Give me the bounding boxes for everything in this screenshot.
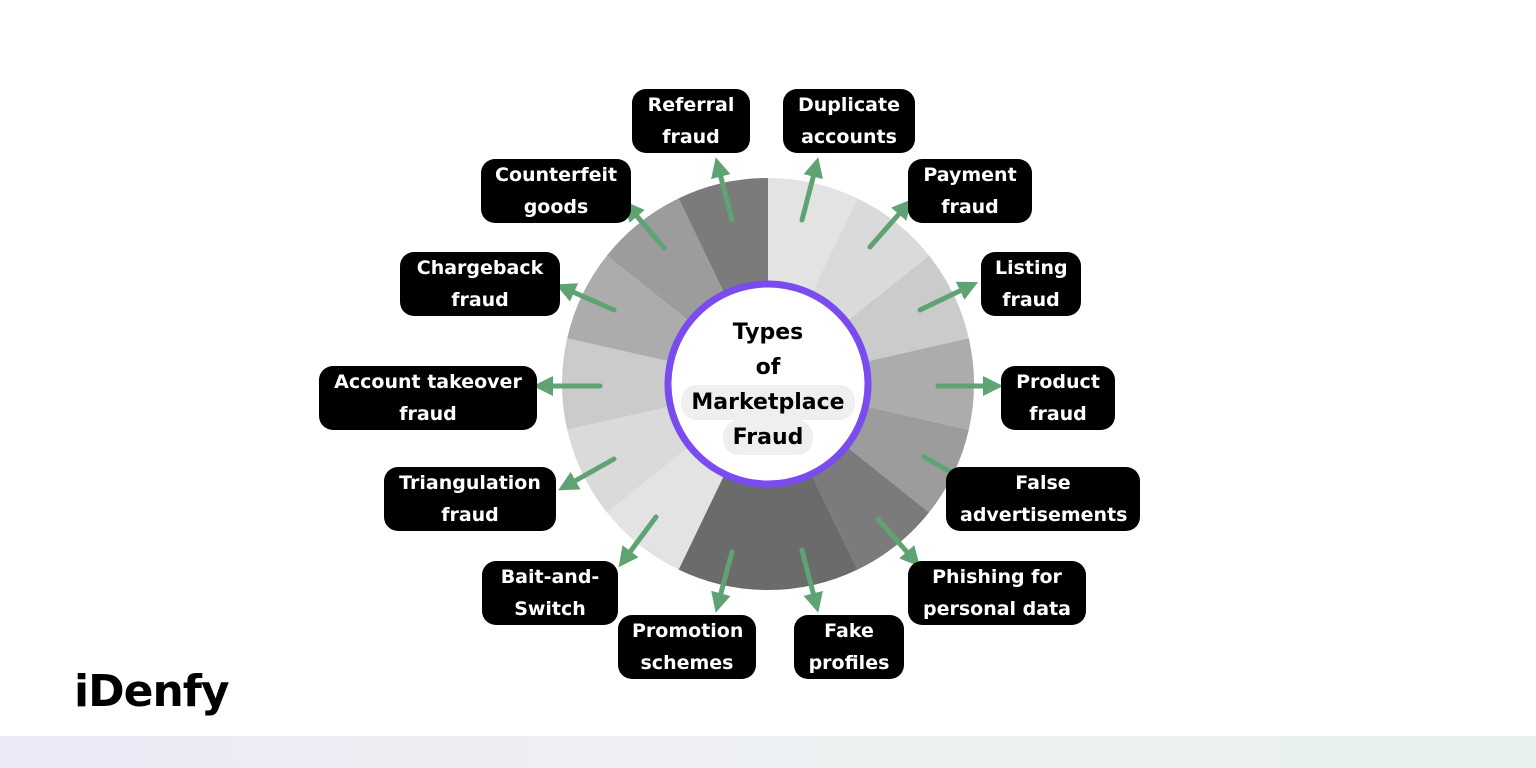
fraud-type-label: Duplicate accounts [783,89,915,153]
label-line: fraud [451,289,509,311]
label-line: fraud [441,504,499,526]
title-line-2: of [755,355,781,380]
label-line: Fake [824,620,874,642]
title-line-3: Marketplace [681,385,855,420]
fraud-type-label: Promotion schemes [618,615,756,679]
label-line: Bait-and- [500,566,600,588]
fraud-type-label: Counterfeit goods [481,159,631,223]
label-line: fraud [662,126,720,148]
arrow [618,514,659,568]
arrow [558,456,617,491]
label-line: Triangulation [399,472,541,494]
fraud-type-label: Fake profiles [794,615,904,679]
label-line: Payment [923,164,1017,186]
arrow [917,281,979,313]
fraud-type-label: Account takeover fraud [319,366,537,430]
diagram-title: Types of Marketplace Fraud [670,310,866,460]
title-line-1: Types [732,320,804,345]
arrow [624,201,667,251]
label-line: Product [1016,371,1100,393]
label-line: accounts [801,126,897,148]
arrow [555,283,617,313]
label-line: False [1015,472,1071,494]
wheel-arrows [533,157,1003,613]
fraud-type-label: Phishing for personal data [908,561,1086,625]
fraud-type-label: Triangulation fraud [384,467,556,531]
label-line: profiles [808,652,890,674]
label-line: Referral [647,94,735,116]
label-line: Account takeover [334,371,522,393]
label-line: Duplicate [798,94,900,116]
fraud-type-label: Bait-and- Switch [482,561,618,625]
label-line: advertisements [960,504,1128,526]
arrow [799,547,823,613]
arrow [867,199,912,250]
label-line: personal data [922,598,1072,620]
fraud-type-label: Listing fraud [981,252,1081,316]
arrow [711,157,735,223]
label-line: Phishing for [932,566,1062,588]
fraud-type-label: Product fraud [1001,366,1115,430]
label-line: fraud [1029,403,1087,425]
label-line: fraud [941,196,999,218]
arrow [875,516,920,567]
fraud-type-label: False advertisements [946,467,1140,531]
fraud-type-label: Referral fraud [632,89,750,153]
label-line: Chargeback [416,257,544,279]
label-line: Counterfeit [495,164,618,186]
label-line: goods [523,196,589,218]
arrow [711,549,735,613]
label-line: Promotion [632,620,744,642]
label-line: Switch [514,598,586,620]
title-line-4: Fraud [722,420,814,455]
label-line: Listing [995,257,1068,279]
label-line: schemes [640,652,734,674]
brand-logo: iDenfy [74,666,230,717]
center-ring [664,280,872,488]
arrow [799,157,823,223]
label-line: fraud [1002,289,1060,311]
fraud-type-label: Payment fraud [908,159,1032,223]
fraud-type-label: Chargeback fraud [400,252,560,316]
label-line: fraud [399,403,457,425]
footer-band [0,736,1536,768]
